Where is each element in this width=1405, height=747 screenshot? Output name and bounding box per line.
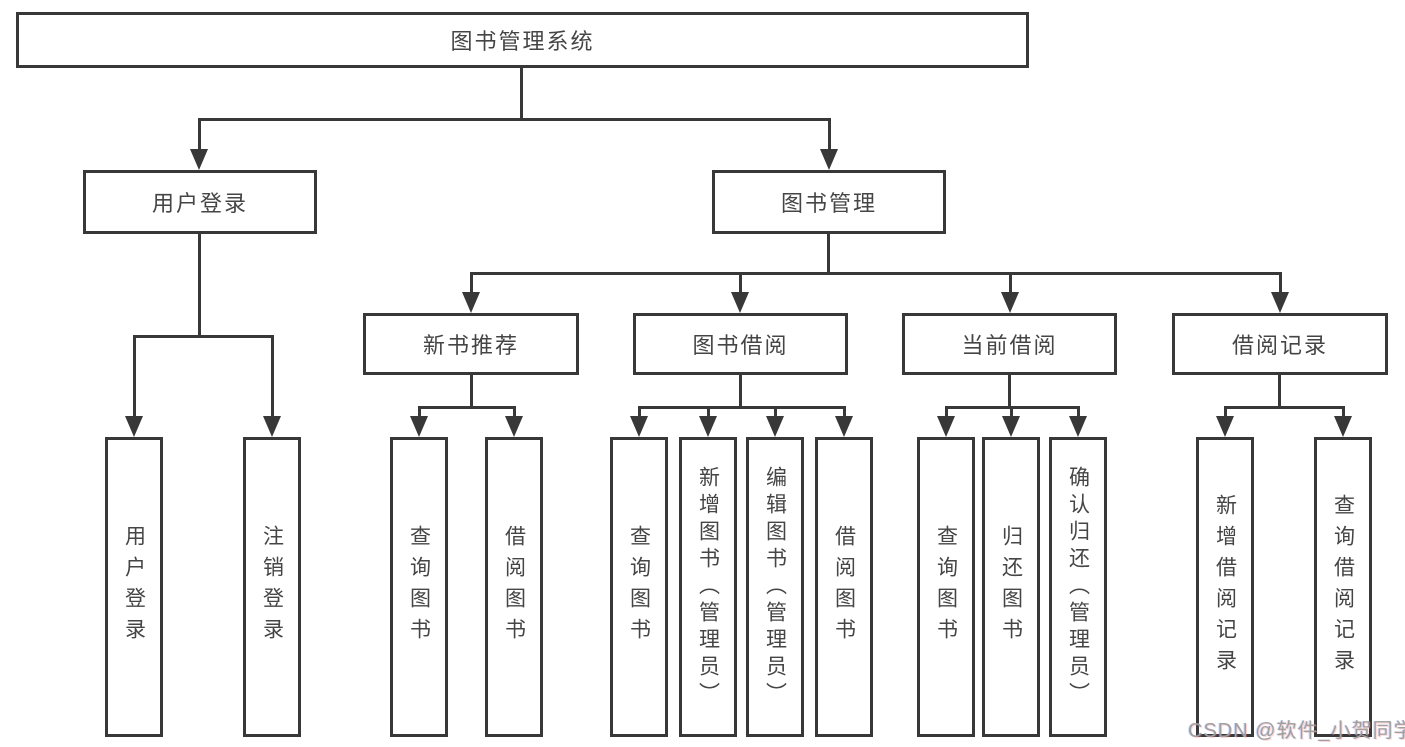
node-label: 当前借阅: [961, 333, 1058, 358]
node-user-login-leaf: 用户登录: [105, 437, 163, 737]
arrowhead-down-icon: [1271, 292, 1289, 313]
node-confirm-return-admin: 确认归还（管理员）: [1049, 437, 1107, 737]
node-query-books-recommend: 查询图书: [390, 437, 448, 737]
node-book-management: 图书管理: [712, 170, 946, 234]
node-label: 新增图书（管理员）: [696, 465, 720, 709]
connector-line: [198, 118, 831, 121]
connector-line: [828, 118, 831, 152]
csdn-watermark: CSDN @软件_小贺同学: [1188, 720, 1405, 742]
arrowhead-down-icon: [630, 416, 648, 437]
node-label: 用户登录: [151, 191, 248, 216]
arrowhead-down-icon: [820, 149, 838, 170]
connector-line: [843, 406, 846, 418]
node-current-borrowing: 当前借阅: [902, 313, 1117, 375]
connector-line: [1224, 406, 1227, 418]
arrowhead-down-icon: [835, 416, 853, 437]
node-label: 新增借阅记录: [1213, 494, 1237, 680]
node-logout: 注销登录: [243, 437, 301, 737]
node-label: 编辑图书（管理员）: [763, 465, 787, 709]
arrowhead-down-icon: [1069, 416, 1087, 437]
connector-line: [513, 406, 516, 418]
node-label: 查询借阅记录: [1331, 494, 1355, 680]
node-label: 图书借阅: [692, 333, 789, 358]
node-label: 借阅图书: [832, 525, 856, 649]
node-user-login: 用户登录: [83, 170, 317, 234]
connector-line: [470, 375, 473, 408]
connector-line: [707, 406, 710, 418]
arrowhead-down-icon: [410, 416, 428, 437]
arrowhead-down-icon: [1001, 292, 1019, 313]
connector-line: [1077, 406, 1080, 418]
connector-line: [470, 272, 473, 294]
arrowhead-down-icon: [1334, 416, 1352, 437]
arrowhead-down-icon: [766, 416, 784, 437]
connector-line: [1224, 406, 1345, 409]
connector-line: [739, 375, 742, 408]
connector-line: [1342, 406, 1345, 418]
node-query-borrow-record: 查询借阅记录: [1314, 437, 1372, 737]
connector-line: [198, 118, 201, 152]
node-label: 归还图书: [999, 525, 1023, 649]
node-label: 查询图书: [627, 525, 651, 649]
node-library-system: 图书管理系统: [16, 12, 1029, 68]
node-label: 确认归还（管理员）: [1066, 465, 1090, 709]
node-label: 查询图书: [934, 525, 958, 649]
connector-line: [739, 272, 742, 294]
connector-line: [774, 406, 777, 418]
arrowhead-down-icon: [1216, 416, 1234, 437]
node-new-book-recommend: 新书推荐: [363, 313, 579, 375]
connector-line: [418, 406, 516, 409]
node-book-borrowing: 图书借阅: [633, 313, 848, 375]
node-borrowing-records: 借阅记录: [1172, 313, 1388, 375]
node-label: 图书管理: [780, 191, 877, 216]
arrowhead-down-icon: [699, 416, 717, 437]
arrowhead-down-icon: [190, 149, 208, 170]
node-label: 用户登录: [122, 525, 146, 649]
arrowhead-down-icon: [505, 416, 523, 437]
arrowhead-down-icon: [731, 292, 749, 313]
node-edit-books-admin: 编辑图书（管理员）: [746, 437, 804, 737]
connector-line: [198, 234, 201, 337]
connector-line: [418, 406, 421, 418]
node-add-borrow-record: 新增借阅记录: [1196, 437, 1254, 737]
node-label: 图书管理系统: [450, 29, 595, 54]
arrowhead-down-icon: [937, 416, 955, 437]
connector-line: [133, 335, 136, 417]
connector-line: [520, 68, 523, 120]
node-label: 借阅图书: [502, 525, 526, 649]
node-borrow-books: 借阅图书: [815, 437, 873, 737]
node-label: 借阅记录: [1231, 333, 1328, 358]
node-query-books-current: 查询图书: [917, 437, 975, 737]
connector-line: [1010, 406, 1013, 418]
node-borrow-books-recommend: 借阅图书: [485, 437, 543, 737]
connector-line: [827, 234, 830, 274]
node-label: 查询图书: [407, 525, 431, 649]
arrowhead-down-icon: [125, 416, 143, 437]
connector-line: [470, 272, 1281, 275]
connector-line: [1008, 375, 1011, 408]
node-label: 注销登录: [260, 525, 284, 649]
connector-line: [1278, 375, 1281, 408]
connector-line: [638, 406, 846, 409]
connector-line: [1009, 272, 1012, 294]
arrowhead-down-icon: [1002, 416, 1020, 437]
connector-line: [638, 406, 641, 418]
arrowhead-down-icon: [462, 292, 480, 313]
node-query-books-borrow: 查询图书: [610, 437, 668, 737]
connector-line: [133, 335, 274, 338]
arrowhead-down-icon: [263, 416, 281, 437]
node-label: 新书推荐: [422, 333, 519, 358]
connector-line: [1279, 272, 1282, 294]
node-return-books: 归还图书: [982, 437, 1040, 737]
connector-line: [945, 406, 948, 418]
connector-line: [271, 335, 274, 417]
node-add-books-admin: 新增图书（管理员）: [679, 437, 737, 737]
